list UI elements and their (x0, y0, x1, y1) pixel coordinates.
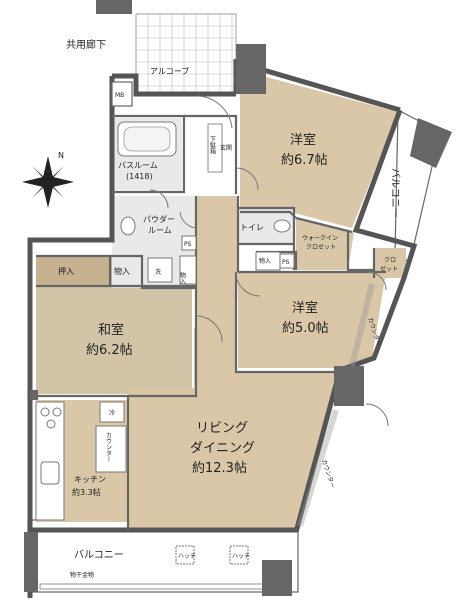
counter-bar (95, 425, 127, 473)
kitchen-counter (35, 401, 65, 521)
column-bottom-right (262, 560, 292, 596)
counter-line-right-2 (297, 409, 339, 527)
western-room-2-floor (238, 272, 386, 368)
storage-box-hall (179, 255, 197, 285)
fridge-label: 冷 (109, 409, 115, 417)
stove-burner-1 (40, 407, 50, 417)
kitchen-sink (40, 461, 60, 485)
closet-label-1: クロ (384, 257, 396, 264)
column-tl (96, 0, 132, 14)
corridor-label: 共用廊下 (66, 38, 106, 51)
column-right (410, 118, 452, 168)
storage-label-jp: 物入 (114, 266, 130, 276)
column-bl-kitchen (30, 390, 38, 400)
japanese-room-size: 約6.2帖 (86, 343, 133, 358)
oshiire-floor (36, 256, 110, 286)
counter-line-right-1 (349, 283, 375, 367)
western-room-1-size: 約6.7帖 (281, 153, 328, 168)
shoe-cabinet (207, 123, 223, 173)
living-label-2: ダイニング (190, 441, 255, 456)
ps-label-1: PS (184, 241, 192, 248)
wic-floor (296, 218, 354, 270)
alcove-tile-grid (136, 14, 236, 94)
balcony-bottom-label: バルコニー (74, 549, 124, 561)
living-label-1: リビング (196, 421, 248, 436)
storage-label-west2: 物入 (259, 257, 271, 265)
western-room-1-floor (240, 70, 398, 228)
hatch-box-2 (229, 545, 249, 565)
wash-label: 洗 (155, 268, 161, 276)
compass-north-label: N (58, 151, 64, 160)
western-room-2-size: 約5.0帖 (282, 321, 329, 336)
column-top-right (236, 44, 266, 94)
shoe-cabinet-label: 下駄箱 (209, 136, 216, 155)
western-room-2-name: 洋室 (292, 300, 318, 316)
powder-label-2: ルーム (148, 226, 172, 235)
kitchen-label-1: キッチン (74, 475, 106, 484)
balcony-right-label: バルコニー (389, 168, 401, 218)
bathroom-label-2: (1418) (126, 172, 153, 181)
japanese-room-name: 和室 (98, 322, 124, 338)
living-label-3: 約12.3帖 (192, 461, 247, 476)
ps-label-2: PS (282, 259, 290, 266)
counter-label-kitchen: カウンター (105, 432, 112, 462)
ps-box-1 (181, 235, 197, 251)
washbasin (120, 216, 136, 236)
door-swings (149, 95, 389, 427)
hatch-label-1: ハッチ (178, 553, 196, 560)
hatch-box-1 (175, 545, 195, 565)
bathroom-label-1: バスルーム (118, 161, 158, 170)
counter-label-right-2: カウンター (320, 458, 337, 489)
column-mid-right (334, 366, 364, 406)
wic-label-2: クロゼット (306, 243, 336, 251)
storage-box-west2 (255, 251, 281, 271)
fridge-box (99, 401, 125, 423)
balcony-bottom-rail (39, 583, 291, 590)
kitchen-label-2: 約3.3帖 (72, 487, 101, 497)
stove-burner-3 (46, 419, 56, 429)
column-bottom-left (24, 532, 38, 592)
living-floor (128, 328, 334, 530)
stove-burner-2 (52, 407, 62, 417)
hatch-label-2: ハッチ (232, 553, 250, 560)
closet-label-2: ゼット (380, 265, 398, 273)
storage-label-hall: 物入 (179, 271, 186, 284)
japanese-room-floor (36, 286, 192, 394)
genkan-label: 玄関 (220, 144, 232, 152)
powder-label-1: パウダー (143, 214, 175, 224)
western-room-1-name: 洋室 (290, 132, 316, 148)
bathtub-inner (123, 126, 171, 152)
mb-label: MB (115, 92, 124, 99)
laundry-label: 物干金物 (70, 571, 94, 579)
wic-label-1: ウォークイン (302, 234, 338, 242)
oshiire-label: 押入 (58, 266, 74, 276)
washer (147, 257, 173, 283)
alcove-label: アルコーブ (150, 66, 189, 76)
hallway-floor (196, 196, 238, 328)
toilet-bowl (273, 219, 291, 233)
compass-icon (22, 156, 74, 208)
toilet-label: トイレ (240, 223, 264, 232)
mb-box (111, 81, 133, 107)
